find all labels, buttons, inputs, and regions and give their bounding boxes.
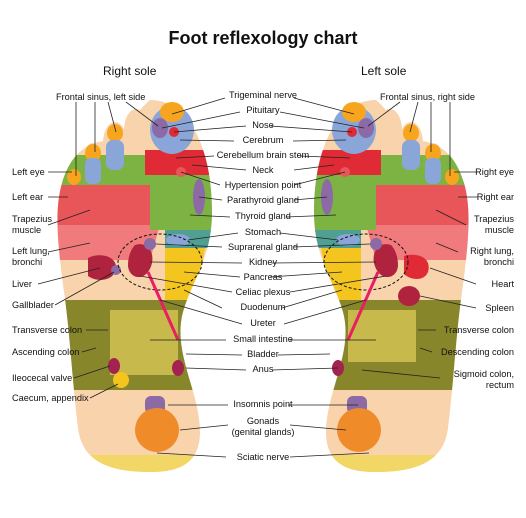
label-spleen: Spleen — [485, 303, 514, 313]
label-suprarenal-gland: Suprarenal gland — [228, 242, 298, 252]
label-caecum-appendix: Caecum, appendix — [12, 393, 89, 403]
label-left-lung-sub: bronchi — [12, 257, 43, 267]
label-nose: Nose — [252, 120, 274, 130]
label-gonads: Gonads — [246, 416, 280, 426]
label-sigmoid-colon-sub: rectum — [485, 380, 514, 390]
label-right-eye: Right eye — [475, 167, 514, 177]
label-transverse-colon-right: Transverse colon — [443, 325, 514, 335]
label-left-lung: Left lung, — [12, 246, 50, 256]
label-frontal-sinus-right-side: Frontal sinus, right side — [380, 92, 475, 102]
label-hypertension-point: Hypertension point — [224, 180, 302, 190]
label-pituitary: Pituitary — [246, 105, 280, 115]
label-stomach: Stomach — [244, 227, 282, 237]
label-right-ear: Right ear — [476, 192, 514, 202]
label-trigeminal-nerve: Trigeminal nerve — [228, 90, 298, 100]
label-trapezius-left: Trapezius — [12, 214, 52, 224]
label-gonads-sub: (genital glands) — [231, 427, 295, 437]
label-sciatic-nerve: Sciatic nerve — [236, 452, 290, 462]
label-descending-colon: Descending colon — [440, 347, 514, 357]
label-bladder: Bladder — [247, 349, 279, 359]
label-ureter: Ureter — [250, 318, 276, 328]
label-cerebrum: Cerebrum — [242, 135, 284, 145]
chart-title: Foot reflexology chart — [168, 28, 358, 48]
label-left-ear: Left ear — [12, 192, 44, 202]
label-right-lung: Right lung, — [470, 246, 514, 256]
label-liver: Liver — [12, 279, 32, 289]
label-neck: Neck — [252, 165, 274, 175]
label-cerebellum-brain-stem: Cerebellum brain stem — [216, 150, 310, 160]
label-insomnis-point: Insomnis point — [233, 399, 293, 409]
label-transverse-colon-left: Transverse colon — [12, 325, 83, 335]
label-sigmoid-colon: Sigmoid colon, — [453, 369, 514, 379]
label-duodenum: Duodenum — [240, 302, 286, 312]
label-left-eye: Left eye — [12, 167, 45, 177]
label-frontal-sinus-left-side: Frontal sinus, left side — [56, 92, 146, 102]
label-anus: Anus — [252, 364, 274, 374]
label-heart: Heart — [491, 279, 514, 289]
label-trapezius-left-sub: muscle — [12, 225, 42, 235]
leader-lines — [37, 97, 478, 458]
label-ascending-colon: Ascending colon — [12, 347, 80, 357]
label-parathyroid-gland: Parathyroid gland — [226, 195, 299, 205]
label-ileocecal-valve: Ileocecal valve — [12, 373, 73, 383]
label-celiac-plexus: Celiac plexus — [235, 287, 291, 297]
right-sole-foot — [57, 100, 212, 472]
label-small-intestine: Small intestine — [233, 334, 293, 344]
right-sole-heading: Right sole — [103, 64, 157, 78]
label-trapezius-right: Trapezius — [474, 214, 514, 224]
label-pancreas: Pancreas — [243, 272, 283, 282]
label-kidney: Kidney — [248, 257, 278, 267]
label-right-lung-sub: bronchi — [483, 257, 514, 267]
label-gallbladder: Gallblader — [12, 300, 54, 310]
label-thyroid-gland: Thyroid gland — [235, 211, 291, 221]
left-sole-foot — [314, 100, 469, 472]
left-sole-heading: Left sole — [361, 64, 407, 78]
label-trapezius-right-sub: muscle — [484, 225, 514, 235]
